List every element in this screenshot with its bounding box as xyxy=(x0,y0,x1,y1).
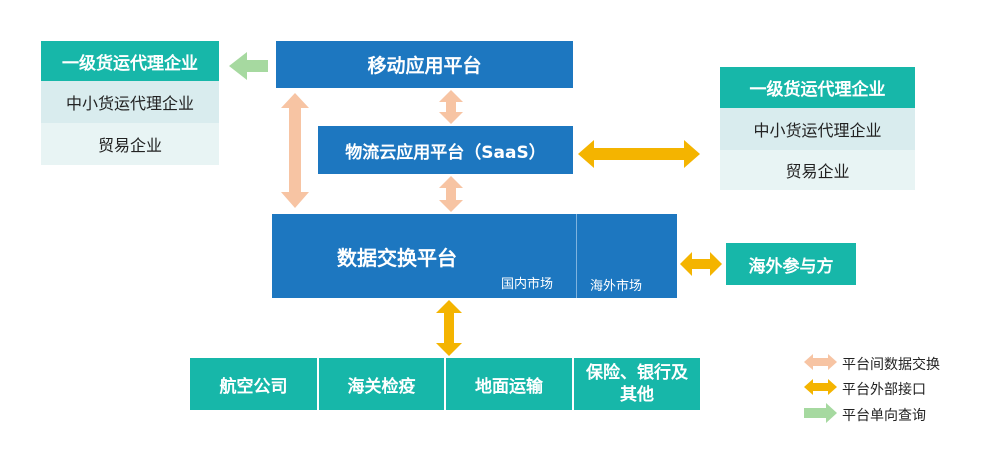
left-trading-company: 贸易企业 xyxy=(41,123,219,165)
exchange-overseas-arrow xyxy=(680,252,722,276)
ground-transport: 地面运输 xyxy=(446,358,572,410)
mobile-exchange-arrow xyxy=(281,93,309,208)
mobile-cloud-exchange-arrow xyxy=(439,90,463,124)
data-exchange-platform: 数据交换平台 国内市场 海外市场 xyxy=(272,214,677,298)
cloud-exchange-arrow xyxy=(439,176,463,212)
one-way-query-arrow xyxy=(229,52,268,80)
overseas-market-label: 海外市场 xyxy=(590,279,643,294)
logistics-cloud-platform: 物流云应用平台（SaaS） xyxy=(318,126,573,174)
domestic-market-label: 国内市场 xyxy=(501,277,554,292)
cloud-external-arrow xyxy=(578,140,700,168)
left-sme-forwarder: 中小货运代理企业 xyxy=(41,81,219,123)
market-divider xyxy=(576,214,577,298)
left-first-tier-forwarder: 一级货运代理企业 xyxy=(41,41,219,81)
legend-label-data-exchange: 平台间数据交换 xyxy=(842,357,940,373)
legend-label-external-interface: 平台外部接口 xyxy=(842,382,926,398)
mobile-app-platform: 移动应用平台 xyxy=(276,41,573,88)
legend-green-arrow xyxy=(804,403,837,423)
exchange-bottom-arrow xyxy=(436,300,462,356)
right-first-tier-forwarder: 一级货运代理企业 xyxy=(720,67,915,108)
customs-quarantine: 海关检疫 xyxy=(319,358,444,410)
legend-orange-arrow xyxy=(804,379,837,395)
data-exchange-title: 数据交换平台 xyxy=(337,246,457,270)
right-sme-forwarder: 中小货运代理企业 xyxy=(720,108,915,150)
right-trading-company: 贸易企业 xyxy=(720,150,915,190)
insurance-bank-other: 保险、银行及其他 xyxy=(574,358,700,410)
legend-label-one-way-query: 平台单向查询 xyxy=(842,408,926,424)
overseas-participants: 海外参与方 xyxy=(726,243,856,285)
legend-peach-arrow xyxy=(804,354,837,370)
airline-company: 航空公司 xyxy=(190,358,317,410)
